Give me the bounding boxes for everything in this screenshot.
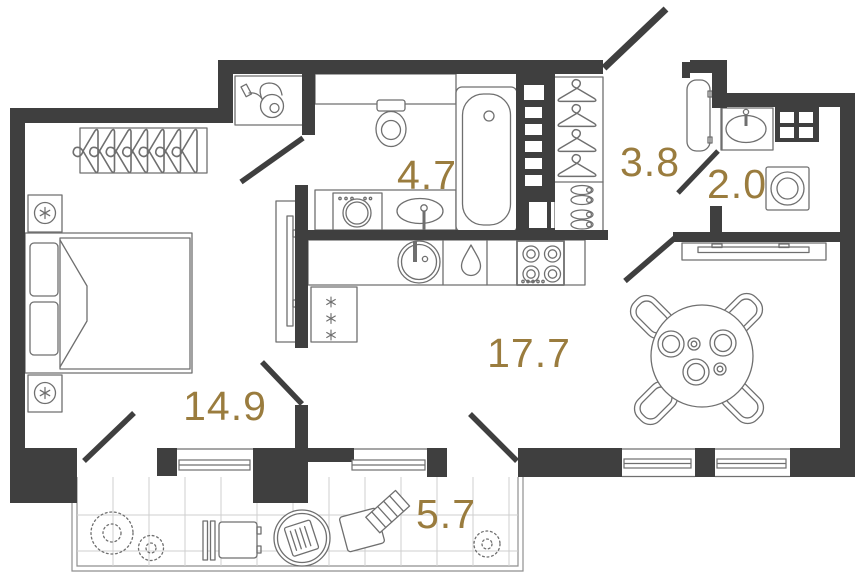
slippers-icon [570, 184, 594, 230]
toilet-icon [375, 99, 407, 148]
bedroom-nightstand-top [27, 194, 63, 233]
lounger-icon [365, 489, 411, 534]
blanket-folds [59, 239, 88, 368]
balcony-table [273, 509, 331, 567]
hall-door-leaf [623, 234, 678, 284]
tv-icon [697, 246, 810, 254]
plant-icon [90, 511, 501, 562]
room-label-hallway: 3.8 [620, 139, 680, 185]
washing-machine-icon [332, 192, 383, 231]
wc-washer-icon [765, 166, 810, 211]
plate-icon [657, 330, 685, 358]
bathroom-sink-icon [396, 197, 444, 230]
room-label-kitchen-living: 17.7 [487, 330, 571, 376]
plate-icon [709, 329, 737, 357]
blanket [59, 237, 191, 370]
living-balcony-window [351, 448, 427, 471]
bathtub-icon [455, 86, 518, 233]
pillow [29, 242, 59, 297]
room-labels: 14.9 4.7 3.8 2.0 17.7 5.7 [183, 139, 767, 537]
fridge-icon [310, 286, 358, 343]
dishwasher-drop-icon [460, 244, 482, 277]
storage-niche [234, 75, 304, 126]
bedroom-nightstand-bottom [27, 374, 63, 413]
room-label-bedroom: 14.9 [183, 383, 267, 429]
vacuum-cleaner-icon [240, 82, 285, 119]
kitchen-sink-icon [397, 240, 441, 284]
living-balcony-door-leaf [468, 412, 519, 463]
walls [10, 60, 855, 503]
bedroom-wardrobe [72, 127, 208, 174]
tray-icon [283, 519, 320, 557]
entrance-door-leaf [601, 6, 669, 71]
pillow [29, 301, 59, 356]
stove-icon [516, 240, 565, 286]
living-window-right [715, 448, 790, 478]
wc-door-leaf [676, 149, 720, 195]
vent-cutouts [524, 85, 813, 228]
bedroom-window [177, 448, 253, 471]
room-label-wc: 2.0 [707, 161, 767, 207]
windows [177, 448, 790, 478]
dining-set [624, 287, 770, 431]
balcony-furniture [90, 489, 501, 567]
bedroom-double-bed [24, 232, 193, 374]
tv-icon [286, 215, 294, 327]
room-label-balcony: 5.7 [416, 491, 476, 537]
bedroom-balcony-door-leaf [82, 411, 136, 463]
wc-sink [720, 107, 774, 151]
hall-closet [551, 76, 604, 233]
plate-icon [682, 358, 710, 386]
bedroom-door-leaf [260, 360, 304, 406]
doors [82, 6, 720, 463]
living-window-left [622, 448, 695, 478]
living-tv-console [681, 242, 827, 261]
balcony-chair [218, 521, 262, 559]
balcony-floor [71, 477, 524, 572]
hall-mirror [686, 79, 713, 152]
bathroom-door-leaf [239, 135, 305, 185]
room-label-bathroom: 4.7 [397, 152, 457, 198]
